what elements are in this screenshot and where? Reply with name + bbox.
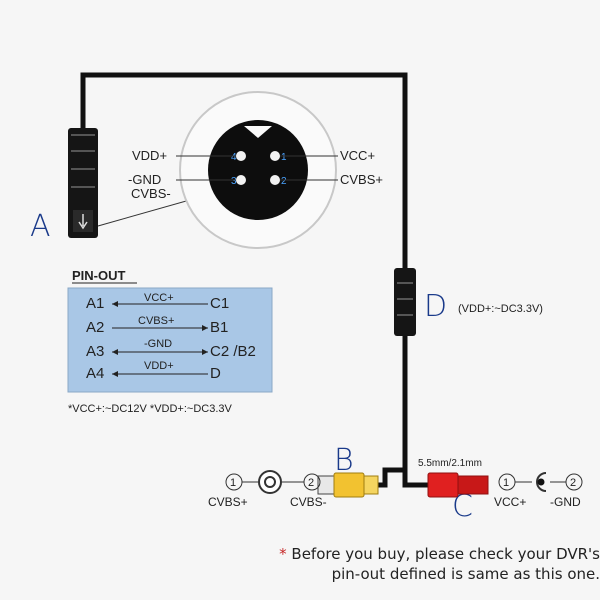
connector-d (394, 268, 416, 336)
note-line-1-text: Before you buy, please check your DVR's (286, 545, 600, 563)
pin-4-number: 4 (231, 152, 237, 163)
dc-label-2: -GND (550, 495, 581, 509)
pinout-left: A2 (86, 319, 104, 336)
round-connector-face (179, 91, 337, 249)
pin-3-number: 3 (231, 176, 237, 187)
main-cable (80, 72, 408, 270)
note-line-1: * Before you buy, please check your DVR'… (270, 544, 600, 564)
pinout-right: B1 (210, 319, 228, 336)
pinout-row-1: A1 VCC+ C1 (86, 292, 229, 312)
dc-label-1: VCC+ (494, 495, 526, 509)
pinout-signal: VCC+ (144, 292, 174, 304)
connector-a (68, 128, 98, 238)
purchase-note: * Before you buy, please check your DVR'… (270, 544, 600, 584)
pinout-left: A4 (86, 365, 104, 382)
dc-connector-c (427, 472, 489, 498)
pinout-signal: -GND (144, 338, 172, 350)
note-line-2: pin-out defined is same as this one. (331, 565, 600, 583)
dc-jack-icon (536, 472, 547, 492)
pinout-signal: VDD+ (144, 360, 174, 372)
dc-size: 5.5mm/2.1mm (418, 458, 482, 469)
pinout-row-4: A4 VDD+ D (86, 360, 221, 382)
pinout-right: C1 (210, 295, 229, 312)
pinout-footnote: *VCC+:~DC12V *VDD+:~DC3.3V (68, 403, 233, 415)
rca-pin-2-circle (303, 473, 321, 491)
dc-pin-2-number: 2 (570, 477, 576, 489)
pin-label-vcc: VCC+ (340, 148, 375, 163)
rca-label-1: CVBS+ (208, 495, 248, 509)
rca-jack-icon (258, 470, 282, 494)
pinout-row-2: A2 CVBS+ B1 (86, 315, 228, 336)
dc-pin-1-number: 1 (503, 477, 509, 489)
pinout-right: D (210, 365, 221, 382)
pin-1-number: 1 (281, 152, 287, 163)
pin-2-number: 2 (281, 176, 287, 187)
rca-label-2: CVBS- (290, 495, 327, 509)
label-c: C (452, 489, 473, 524)
pinout-left: A3 (86, 343, 104, 360)
rca-pin-1-number: 1 (230, 477, 236, 489)
label-b: B (334, 443, 354, 478)
pin-label-vdd: VDD+ (132, 148, 167, 163)
d-spec: (VDD+:~DC3.3V) (458, 303, 543, 315)
label-d: D (424, 289, 447, 324)
note-star: * (279, 545, 287, 563)
dc-pin-2-circle (565, 473, 583, 491)
pinout-title: PIN-OUT (72, 268, 126, 283)
rca-pin-2-number: 2 (308, 477, 314, 489)
pinout-right: C2 /B2 (210, 343, 256, 360)
rca-connector-b (317, 472, 379, 498)
label-a: A (30, 209, 51, 244)
pinout-signal: CVBS+ (138, 315, 174, 327)
pin-label-cvbs-plus: CVBS+ (340, 172, 383, 187)
pinout-left: A1 (86, 295, 104, 312)
pinout-row-3: A3 -GND C2 /B2 (86, 338, 256, 360)
cable-to-b (378, 335, 408, 488)
pinout-box (67, 287, 273, 393)
pin-label-cvbs-minus: CVBS- (131, 186, 171, 201)
pin-label-gnd: -GND (128, 172, 161, 187)
